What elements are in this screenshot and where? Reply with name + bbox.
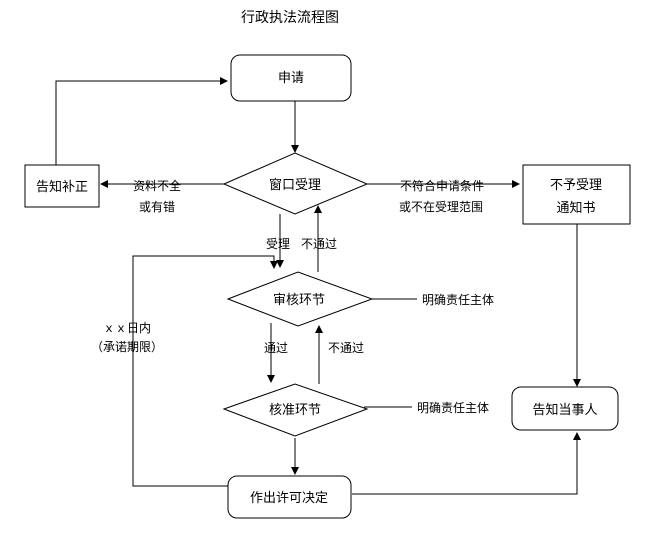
diagram-title: 行政执法流程图 — [241, 10, 339, 26]
apply-label: 申请 — [278, 71, 304, 86]
label-not-qualified-line2: 或不在受理范围 — [399, 200, 483, 214]
label-responsible-approve: 明确责任主体 — [417, 401, 489, 415]
label-incomplete-line1: 资料不全 — [133, 178, 181, 193]
node-window-accept: 窗口受理 — [222, 152, 369, 215]
approve-label: 核准环节 — [269, 403, 321, 418]
arrow-correction-to-apply — [55, 77, 228, 165]
label-not-passed-2: 不通过 — [328, 341, 364, 355]
label-incomplete-line2: 或有错 — [139, 200, 175, 214]
reject-notice-line2: 通知书 — [556, 200, 595, 216]
label-responsible-review: 明确责任主体 — [422, 293, 494, 307]
node-approve: 核准环节 — [222, 383, 369, 437]
reject-notice-line1: 不予受理 — [550, 178, 602, 193]
review-label: 审核环节 — [273, 293, 325, 308]
label-not-passed-1: 不通过 — [301, 237, 337, 251]
reject-notice-box — [522, 164, 631, 225]
notify-party-label: 告知当事人 — [532, 402, 597, 418]
label-deadline-line1: ｘｘ日内 — [103, 321, 151, 335]
window-accept-diamond — [222, 152, 369, 215]
label-accepted: 受理 — [266, 237, 290, 251]
node-notify-correction: 告知补正 — [24, 164, 100, 208]
notify-correction-label: 告知补正 — [36, 179, 88, 195]
arrow-decision-to-notify — [352, 432, 581, 495]
decision-box — [227, 475, 352, 519]
label-passed: 通过 — [264, 341, 288, 355]
apply-box — [230, 54, 352, 102]
node-apply: 申请 — [230, 54, 352, 102]
arrow-deadline-loop — [132, 255, 278, 487]
node-notify-party: 告知当事人 — [511, 386, 619, 431]
node-decision: 作出许可决定 — [227, 475, 352, 519]
node-review: 审核环节 — [226, 271, 374, 327]
approve-diamond — [222, 383, 369, 437]
review-diamond — [226, 271, 374, 327]
decision-label: 作出许可决定 — [250, 491, 328, 506]
notify-correction-box — [24, 164, 100, 208]
window-accept-label: 窗口受理 — [269, 177, 321, 193]
node-reject-notice: 不予受理 通知书 — [522, 164, 631, 225]
label-deadline-line2: （承诺期限） — [91, 340, 163, 354]
notify-party-box — [511, 386, 619, 431]
connectors — [55, 77, 581, 495]
label-not-qualified-line1: 不符合申请条件 — [400, 178, 484, 193]
